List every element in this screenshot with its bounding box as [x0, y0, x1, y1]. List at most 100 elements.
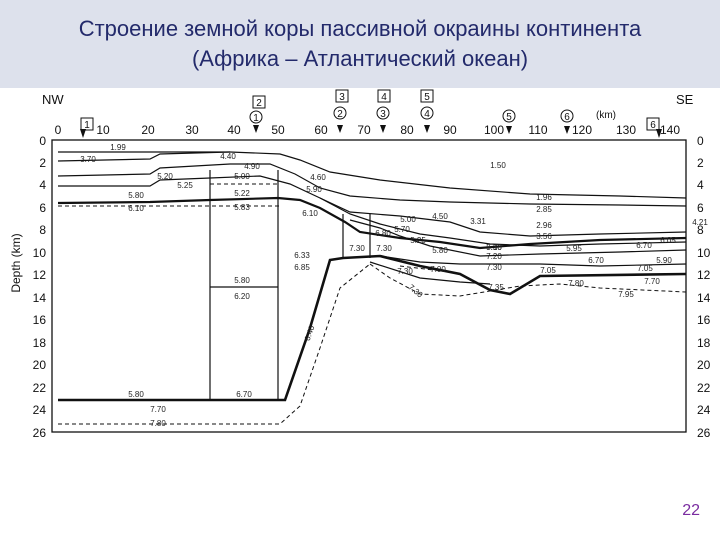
x-tick: 40 — [227, 123, 241, 137]
velocity-label: 3.56 — [536, 232, 552, 241]
y-tick: 6 — [39, 201, 46, 215]
y-tick: 4 — [39, 178, 46, 192]
velocity-label: 3.70 — [80, 155, 96, 164]
velocity-label: 2.85 — [536, 205, 552, 214]
velocity-label: 7.95 — [618, 290, 634, 299]
y-tick-right: 12 — [697, 268, 711, 282]
velocity-label: 5.83 — [234, 203, 250, 212]
y-tick-right: 22 — [697, 381, 711, 395]
slide-title: Строение земной коры пассивной окраины к… — [0, 14, 720, 74]
station-circle-label: 5 — [506, 112, 512, 123]
se-label: SE — [676, 92, 694, 107]
velocity-label: 6.70 — [588, 256, 604, 265]
velocity-label: 4.50 — [432, 212, 448, 221]
dashed-boundaries — [58, 184, 686, 424]
station-circle-label: 4 — [424, 109, 430, 120]
slide-header: Строение земной коры пассивной окраины к… — [0, 0, 720, 88]
x-tick: 10 — [96, 123, 110, 137]
velocity-label: 6.10 — [128, 204, 144, 213]
velocity-label: 5.22 — [234, 189, 250, 198]
velocity-label: 5.10 — [486, 243, 502, 252]
y-tick-right: 2 — [697, 156, 704, 170]
station-circle-label: 6 — [564, 112, 570, 123]
station-circle-label: 2 — [337, 109, 343, 120]
velocity-label: 5.80 — [234, 276, 250, 285]
y-tick: 20 — [33, 358, 47, 372]
x-tick: 90 — [443, 123, 457, 137]
y-tick-right: 24 — [697, 403, 711, 417]
km-unit-label: (km) — [596, 110, 616, 121]
velocity-label: 4.40 — [220, 152, 236, 161]
y-tick-right: 10 — [697, 246, 711, 260]
velocity-label: 1.50 — [490, 161, 506, 170]
y-tick: 22 — [33, 381, 47, 395]
y-tick-right: 26 — [697, 426, 711, 440]
velocity-label: 7.00 — [430, 265, 446, 274]
velocity-label: 4.60 — [310, 173, 326, 182]
velocity-label: 1.96 — [536, 193, 552, 202]
velocity-label: 5.90 — [306, 185, 322, 194]
station-box-label: 5 — [424, 92, 430, 103]
station-circle-label: 3 — [380, 109, 386, 120]
velocity-label: 6.70 — [636, 241, 652, 250]
y-tick: 2 — [39, 156, 46, 170]
station-box-label: 1 — [84, 120, 90, 131]
moho-boundary — [58, 256, 686, 400]
y-tick: 18 — [33, 336, 47, 350]
x-tick: 80 — [400, 123, 414, 137]
velocity-label: 6.40 — [303, 324, 317, 342]
crust-section-figure: NW SE (km) Depth (km) 0 10 20 30 40 50 6… — [0, 88, 720, 458]
y-tick: 16 — [33, 313, 47, 327]
velocity-label: 5.80 — [432, 246, 448, 255]
depth-axis-label: Depth (km) — [9, 233, 23, 292]
velocity-label: 5.00 — [234, 172, 250, 181]
section-frame — [52, 140, 686, 432]
velocity-label: 6.05 — [660, 236, 676, 245]
x-tick: 130 — [616, 123, 636, 137]
nw-label: NW — [42, 92, 64, 107]
x-tick: 140 — [660, 123, 680, 137]
velocity-label: 7.05 — [637, 264, 653, 273]
y-tick: 0 — [39, 134, 46, 148]
velocity-label: 2.96 — [536, 221, 552, 230]
x-tick: 100 — [484, 123, 504, 137]
velocity-label: 5.20 — [157, 172, 173, 181]
station-box-label: 6 — [650, 120, 656, 131]
velocity-label: 5.00 — [400, 215, 416, 224]
velocity-label: 7.30 — [486, 263, 502, 272]
velocity-label: 6.80 — [375, 229, 391, 238]
y-tick-right: 14 — [697, 291, 711, 305]
x-tick: 70 — [357, 123, 371, 137]
velocity-label: 6.10 — [302, 209, 318, 218]
y-tick: 10 — [33, 246, 47, 260]
crust-section-svg: NW SE (km) Depth (km) 0 10 20 30 40 50 6… — [0, 88, 720, 458]
y-tick: 8 — [39, 223, 46, 237]
velocity-label: 7.80 — [150, 419, 166, 428]
velocity-label: 5.25 — [410, 236, 426, 245]
velocity-label: 5.80 — [128, 390, 144, 399]
velocity-label: 7.70 — [150, 405, 166, 414]
velocity-label: 4.21 — [692, 218, 708, 227]
velocity-label: 5.90 — [656, 256, 672, 265]
velocity-label: 7.05 — [540, 266, 556, 275]
y-tick-right: 0 — [697, 134, 704, 148]
velocity-label: 7.20 — [486, 252, 502, 261]
velocity-label: 6.70 — [236, 390, 252, 399]
velocity-label: 7.30 — [397, 267, 413, 276]
y-tick-right: 6 — [697, 201, 704, 215]
velocity-label: 7.80 — [568, 279, 584, 288]
y-tick-right: 18 — [697, 336, 711, 350]
velocity-label: 6.20 — [234, 292, 250, 301]
velocity-label: 1.99 — [110, 143, 126, 152]
velocity-label: 4.90 — [244, 162, 260, 171]
station-box-label: 4 — [381, 92, 387, 103]
y-tick: 26 — [33, 426, 47, 440]
x-tick: 110 — [528, 123, 547, 137]
title-line-2: (Африка – Атлантический океан) — [0, 44, 720, 74]
x-tick: 60 — [314, 123, 328, 137]
velocity-label: 7.70 — [644, 277, 660, 286]
y-tick: 12 — [33, 268, 47, 282]
x-tick: 30 — [185, 123, 199, 137]
velocity-label: 5.95 — [566, 244, 582, 253]
velocity-label: 7.30 — [376, 244, 392, 253]
